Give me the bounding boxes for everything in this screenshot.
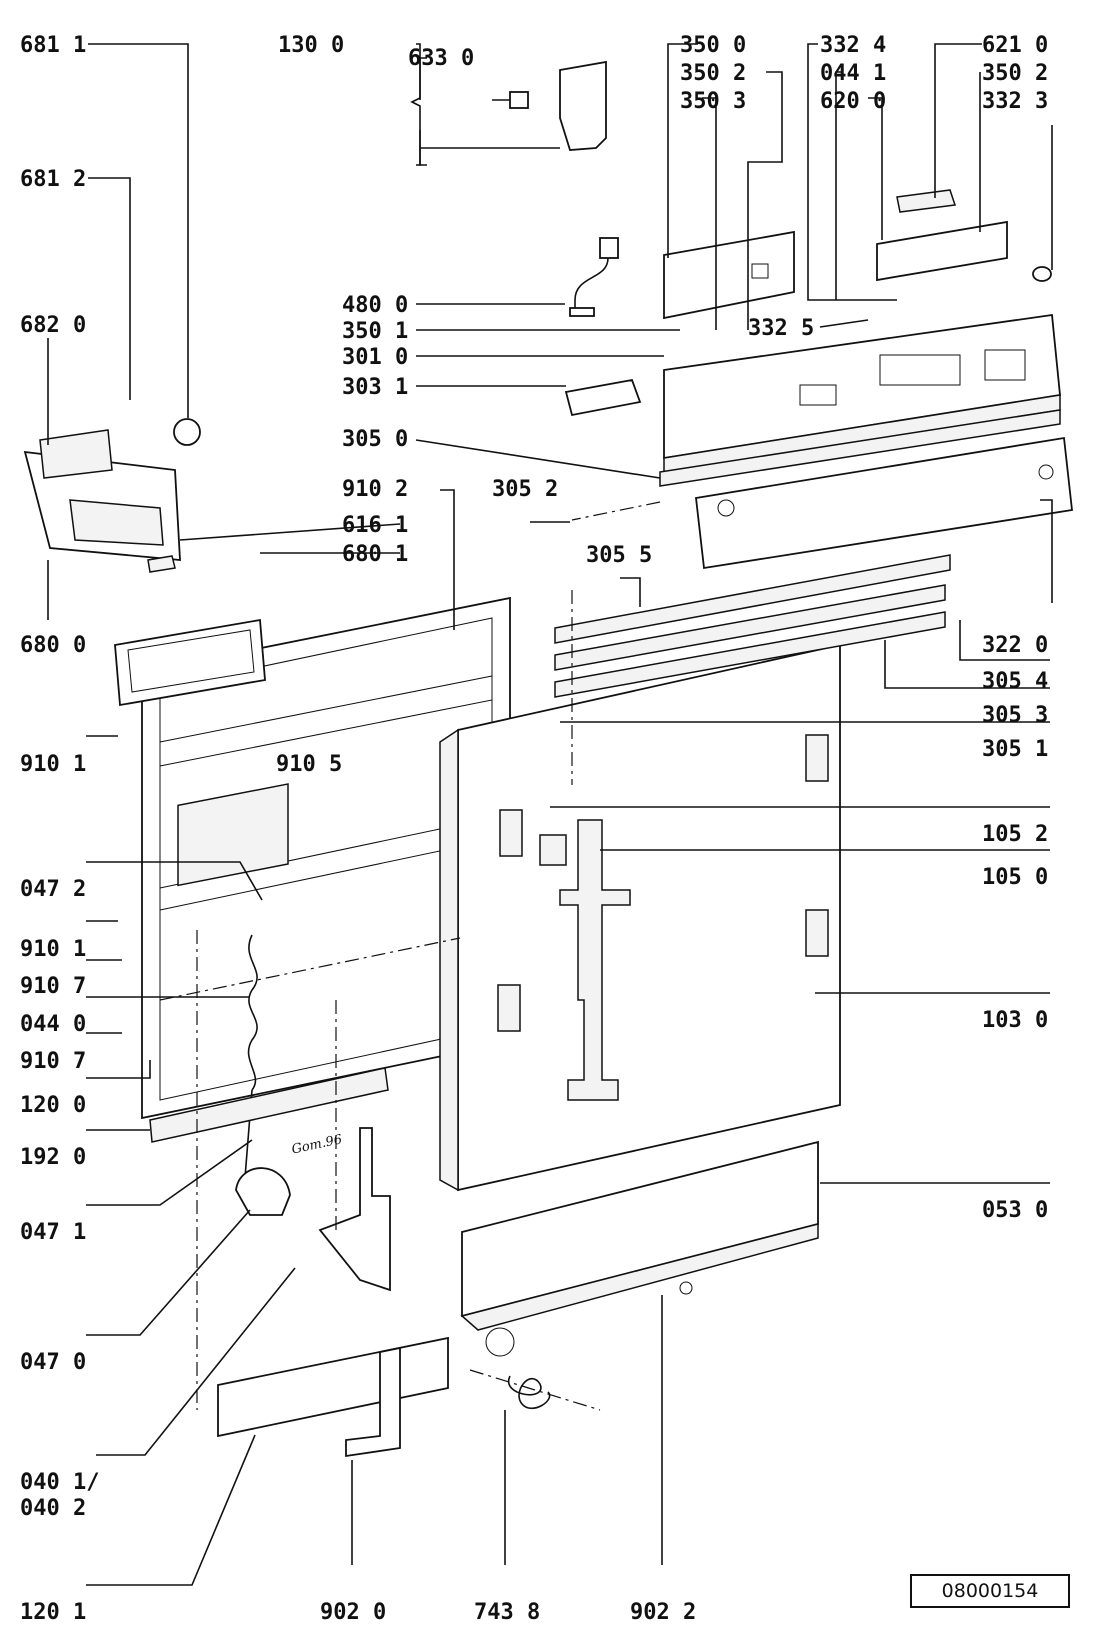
label-192-0: 192 0 [20, 1145, 86, 1170]
bottom-rail [460, 1140, 819, 1411]
hinge-bracket-top [509, 60, 607, 151]
detergent-dispenser [23, 418, 266, 707]
electronic-modules [564, 189, 1052, 417]
label-350-3: 350 3 [680, 89, 746, 114]
part-labels: 681 1 130 0 633 0 350 0 350 2 350 3 332 … [20, 33, 1048, 1625]
label-682-0: 682 0 [20, 313, 86, 338]
label-902-2: 902 2 [630, 1600, 696, 1625]
label-350-0: 350 0 [680, 33, 746, 58]
label-621-0: 621 0 [982, 33, 1048, 58]
label-902-0: 902 0 [320, 1600, 386, 1625]
label-633-0: 633 0 [408, 46, 474, 71]
label-120-1: 120 1 [20, 1600, 86, 1625]
handwritten-note: Gom.96 [290, 1132, 343, 1157]
label-616-1: 616 1 [342, 513, 408, 538]
label-305-5: 305 5 [586, 543, 652, 568]
leader-lines [47, 43, 1053, 1586]
label-332-5: 332 5 [748, 316, 814, 341]
label-743-8: 743 8 [474, 1600, 540, 1625]
label-120-0: 120 0 [20, 1093, 86, 1118]
control-panel [663, 313, 1061, 473]
label-910-2: 910 2 [342, 477, 408, 502]
label-350-2-b: 350 2 [982, 61, 1048, 86]
outer-door-panel [439, 643, 841, 1192]
label-040-2: 040 2 [20, 1496, 86, 1521]
label-620-0: 620 0 [820, 89, 886, 114]
label-332-4: 332 4 [820, 33, 886, 58]
label-130-0: 130 0 [278, 33, 344, 58]
label-305-2: 305 2 [492, 477, 558, 502]
label-680-0: 680 0 [20, 633, 86, 658]
label-047-1: 047 1 [20, 1220, 86, 1245]
label-332-3: 332 3 [982, 89, 1048, 114]
label-681-1: 681 1 [20, 33, 86, 58]
hinge-and-spring [149, 934, 449, 1458]
trim-strips [554, 409, 1061, 698]
label-047-2: 047 2 [20, 877, 86, 902]
label-910-7-b: 910 7 [20, 1049, 86, 1074]
label-301-0: 301 0 [342, 345, 408, 370]
label-305-3: 305 3 [982, 703, 1048, 728]
label-350-2-a: 350 2 [680, 61, 746, 86]
label-105-0: 105 0 [982, 865, 1048, 890]
label-305-0: 305 0 [342, 427, 408, 452]
label-303-1: 303 1 [342, 375, 408, 400]
label-480-0: 480 0 [342, 293, 408, 318]
label-910-1-b: 910 1 [20, 937, 86, 962]
label-910-7-a: 910 7 [20, 974, 86, 999]
label-044-0: 044 0 [20, 1012, 86, 1037]
label-681-2: 681 2 [20, 167, 86, 192]
label-044-1: 044 1 [820, 61, 886, 86]
label-047-0: 047 0 [20, 1350, 86, 1375]
centerlines [159, 501, 661, 1410]
label-053-0: 053 0 [982, 1198, 1048, 1223]
fascia-panel [695, 436, 1073, 570]
label-910-1-a: 910 1 [20, 752, 86, 777]
label-680-1: 680 1 [342, 542, 408, 567]
group-brace [410, 43, 421, 166]
label-910-5: 910 5 [276, 752, 342, 777]
label-305-4: 305 4 [982, 669, 1048, 694]
label-103-0: 103 0 [982, 1008, 1048, 1033]
label-305-1: 305 1 [982, 737, 1048, 762]
label-040-1: 040 1/ [20, 1470, 99, 1495]
label-350-1: 350 1 [342, 319, 408, 344]
drawing-number: 08000154 [910, 1574, 1070, 1608]
label-105-2: 105 2 [982, 822, 1048, 847]
label-322-0: 322 0 [982, 633, 1048, 658]
